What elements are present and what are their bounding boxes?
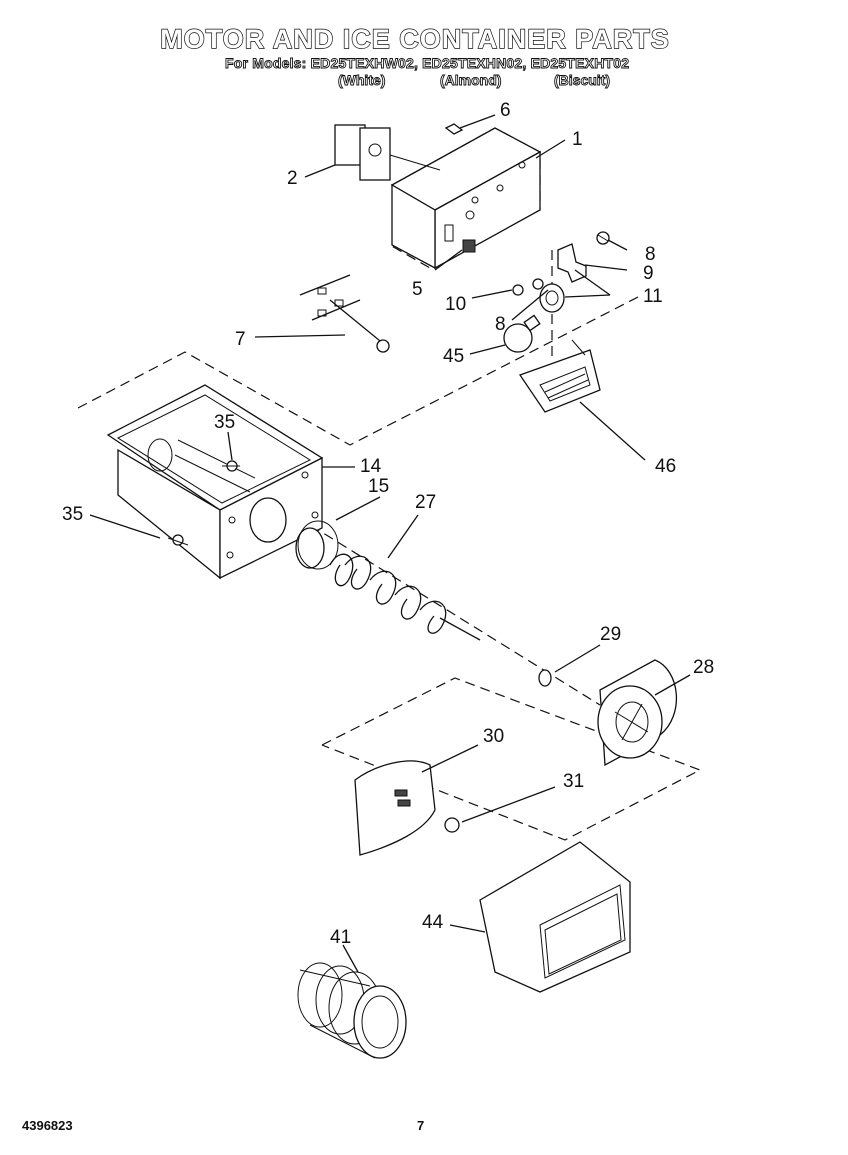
callout-9: 9 — [643, 263, 654, 284]
callout-44: 44 — [422, 912, 444, 933]
callout-45: 45 — [443, 346, 464, 367]
callout-8-upper: 8 — [645, 244, 656, 265]
clip-part-6 — [444, 123, 464, 135]
drum-part-28 — [597, 659, 678, 767]
light-bulb-part-45 — [503, 314, 541, 353]
auger-spiral-part-27 — [329, 553, 447, 634]
switch-part-5 — [462, 239, 476, 253]
finish-white: (White) — [338, 72, 386, 89]
screw-part-10 — [512, 284, 524, 296]
door-part-44 — [479, 841, 631, 993]
nut-part-31 — [444, 817, 460, 833]
callout-35-inner: 35 — [214, 412, 235, 433]
page-title: MOTOR AND ICE CONTAINER PARTS — [160, 23, 670, 54]
callout-11: 11 — [643, 286, 663, 307]
callout-28: 28 — [693, 657, 714, 678]
tube-part-41 — [297, 962, 407, 1059]
screw-part-35-outer — [167, 534, 189, 546]
finish-biscuit: (Biscuit) — [554, 72, 611, 89]
cutter-plane-outline — [321, 677, 702, 841]
drive-motor — [334, 124, 441, 181]
bearing-part-15 — [295, 520, 339, 570]
callout-5: 5 — [412, 279, 423, 300]
nut-part-29 — [538, 669, 552, 687]
callout-31: 31 — [563, 771, 584, 792]
screw-part-8-upper — [596, 231, 610, 245]
motor-housing — [390, 127, 542, 270]
lamp-shield-part-46 — [518, 339, 601, 413]
callout-10: 10 — [445, 294, 466, 315]
cutter-plate-part-30 — [354, 760, 436, 856]
callout-6: 6 — [500, 100, 511, 121]
callout-35-outer: 35 — [62, 504, 83, 525]
container-plane-outline — [77, 295, 641, 446]
finish-almond: (Almond) — [440, 72, 502, 89]
bracket-part-9 — [557, 243, 587, 283]
page-number: 7 — [417, 1118, 425, 1133]
document-number: 4396823 — [22, 1118, 73, 1133]
callout-29: 29 — [600, 624, 621, 645]
nut-part-10b — [532, 278, 544, 290]
lamp-socket-part-11 — [539, 283, 565, 313]
callout-46: 46 — [655, 456, 676, 477]
ice-container-part-14 — [106, 384, 324, 580]
auger-shaft — [439, 617, 481, 641]
screw-part-35-inner — [222, 460, 240, 472]
callout-labels: 1 2 5 6 7 8 8 9 10 11 14 15 27 28 29 30 … — [62, 100, 714, 948]
leader-lines — [89, 114, 691, 973]
callout-1: 1 — [572, 129, 583, 150]
callout-41: 41 — [330, 927, 351, 948]
callout-2: 2 — [287, 168, 298, 189]
models-line: For Models: ED25TEXHW02, ED25TEXHN02, ED… — [225, 55, 630, 72]
callout-15: 15 — [368, 476, 389, 497]
callout-8-lower: 8 — [495, 314, 506, 335]
callout-27: 27 — [415, 492, 436, 513]
callout-14: 14 — [360, 456, 382, 477]
wire-harness-part-7 — [299, 274, 390, 353]
callout-7: 7 — [235, 329, 246, 350]
callout-30: 30 — [483, 726, 504, 747]
